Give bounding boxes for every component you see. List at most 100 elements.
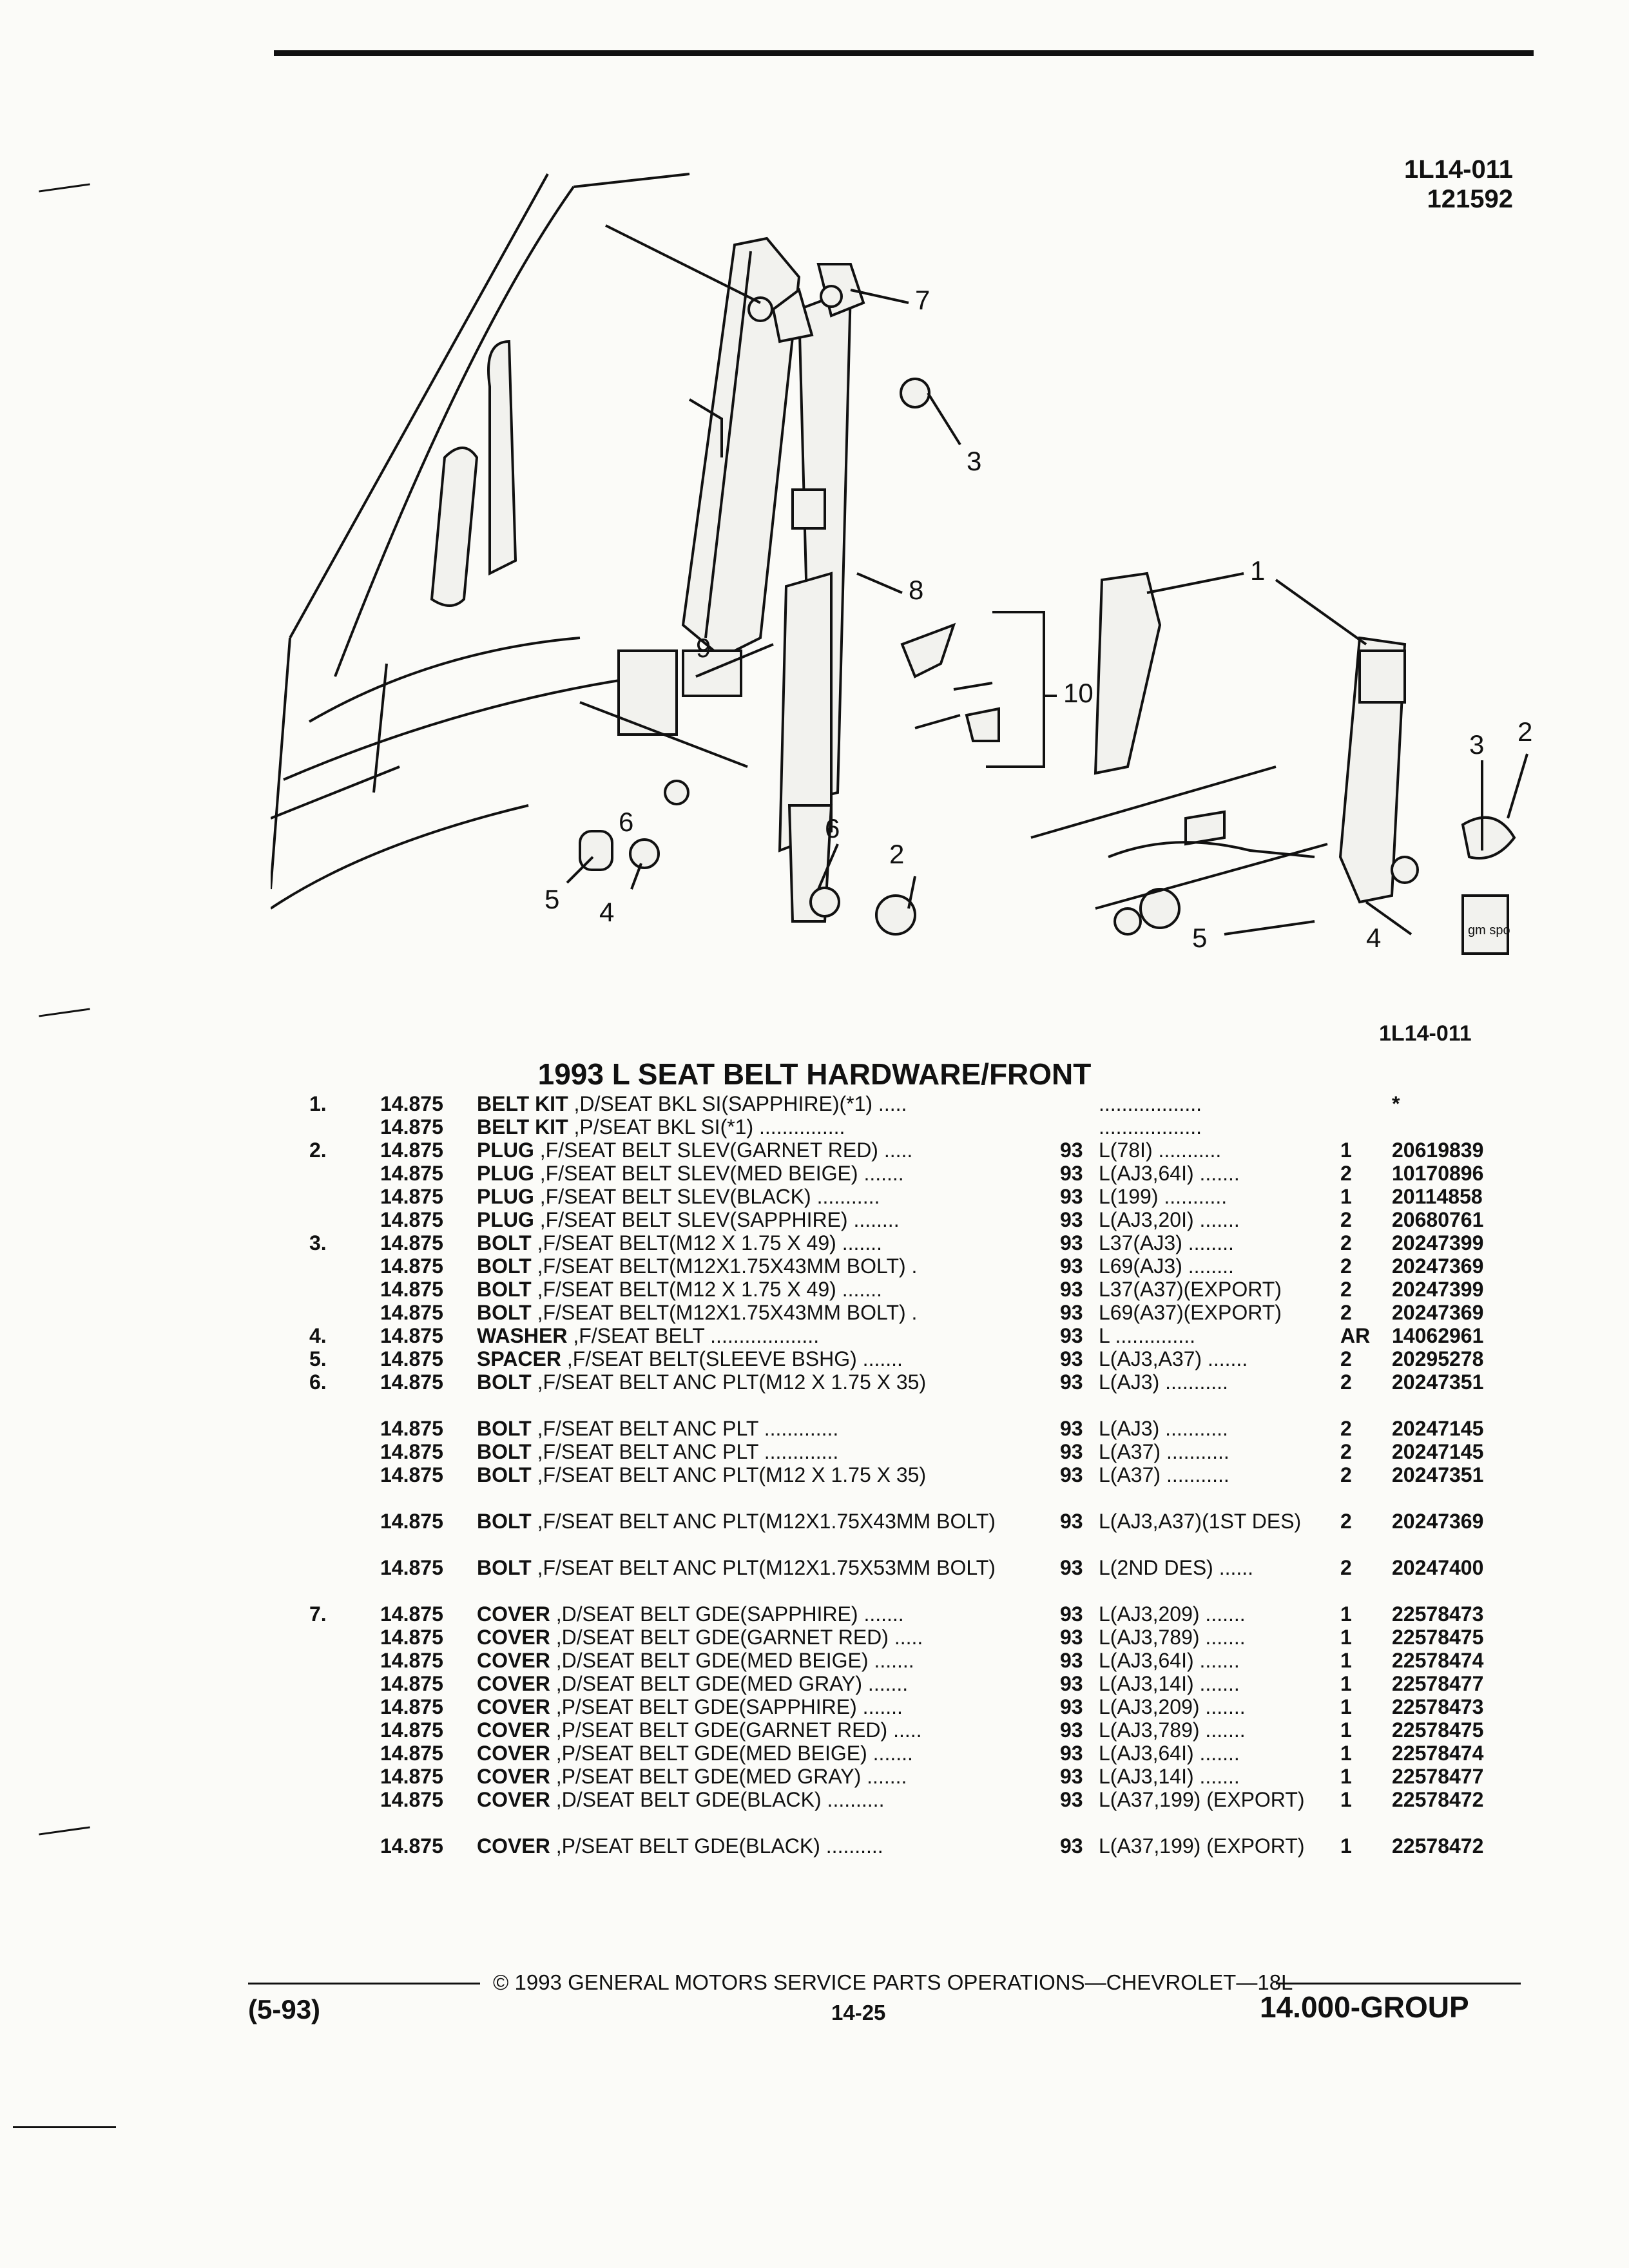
parts-row-part-number: 20619839 xyxy=(1392,1139,1484,1162)
parts-row-year: 93 xyxy=(1060,1208,1083,1231)
parts-row-description: COVER ,P/SEAT BELT GDE(SAPPHIRE) ....... xyxy=(477,1695,1134,1718)
parts-row-year: 93 xyxy=(1060,1139,1083,1162)
parts-row-page: 14.875 xyxy=(380,1765,443,1788)
parts-row-index: 1. xyxy=(309,1092,327,1115)
parts-row-desc: ,F/SEAT BELT ANC PLT(M12X1.75X43MM BOLT) xyxy=(537,1510,996,1533)
parts-row-usage: L37(AJ3) ........ xyxy=(1099,1231,1234,1254)
group-code: 14.000-GROUP xyxy=(1260,1990,1469,2024)
callout-2: 2 xyxy=(889,839,904,869)
parts-row-year: 93 xyxy=(1060,1834,1083,1858)
parts-row-qty: 2 xyxy=(1340,1463,1352,1486)
parts-row-description: BOLT ,F/SEAT BELT ANC PLT(M12 X 1.75 X 3… xyxy=(477,1370,1134,1394)
parts-row-qty: 1 xyxy=(1340,1672,1352,1695)
parts-row-index: 5. xyxy=(309,1347,327,1370)
parts-row-usage: L(AJ3,14I) ....... xyxy=(1099,1672,1240,1695)
parts-row-description: BOLT ,F/SEAT BELT ANC PLT(M12 X 1.75 X 3… xyxy=(477,1463,1134,1486)
parts-row-page: 14.875 xyxy=(380,1162,443,1185)
illustration-code: 1L14-011 xyxy=(1403,155,1513,184)
page-number: 14-25 xyxy=(831,2001,886,2024)
callout-3-right: 3 xyxy=(1469,729,1484,760)
parts-row-name: BOLT xyxy=(477,1463,532,1486)
parts-row-description: BOLT ,F/SEAT BELT ANC PLT ............. xyxy=(477,1417,1134,1440)
parts-row-part-number: 20247351 xyxy=(1392,1463,1484,1486)
parts-row-index: 7. xyxy=(309,1602,327,1626)
seat-belt-exploded-diagram: gm spo 7 3 8 9 10 1 3 2 4 5 2 6 6 5 4 xyxy=(271,173,1532,955)
parts-row-page: 14.875 xyxy=(380,1370,443,1394)
parts-row-year: 93 xyxy=(1060,1649,1083,1672)
parts-row-page: 14.875 xyxy=(380,1602,443,1626)
parts-row-usage: .................. xyxy=(1099,1092,1202,1115)
illustration-date-code: 121592 xyxy=(1427,185,1513,213)
parts-row-name: COVER xyxy=(477,1672,550,1695)
parts-row-year: 93 xyxy=(1060,1463,1083,1486)
parts-row-page: 14.875 xyxy=(380,1510,443,1533)
parts-row-description: BOLT ,F/SEAT BELT ANC PLT(M12X1.75X53MM … xyxy=(477,1556,1134,1579)
callout-9: 9 xyxy=(696,633,711,663)
parts-row-name: PLUG xyxy=(477,1208,534,1231)
parts-row-description: COVER ,P/SEAT BELT GDE(BLACK) .......... xyxy=(477,1834,1134,1858)
parts-row-part-number: 22578473 xyxy=(1392,1695,1484,1718)
parts-row-name: BOLT xyxy=(477,1254,532,1278)
parts-row-qty: 2 xyxy=(1340,1208,1352,1231)
parts-row-qty: 2 xyxy=(1340,1254,1352,1278)
parts-row-desc: ,D/SEAT BELT GDE(BLACK) .......... xyxy=(555,1788,885,1811)
parts-row-usage: L(A37) ........... xyxy=(1099,1463,1229,1486)
parts-row-name: COVER xyxy=(477,1718,550,1742)
parts-row-desc: ,F/SEAT BELT(M12X1.75X43MM BOLT) . xyxy=(537,1254,918,1278)
parts-row-part-number: 22578477 xyxy=(1392,1672,1484,1695)
parts-row-part-number: 20114858 xyxy=(1392,1185,1483,1208)
parts-row-qty: 2 xyxy=(1340,1370,1352,1394)
parts-row-qty: 2 xyxy=(1340,1510,1352,1533)
parts-row-name: COVER xyxy=(477,1834,550,1858)
parts-row-page: 14.875 xyxy=(380,1278,443,1301)
parts-row-desc: ,P/SEAT BELT GDE(MED GRAY) ....... xyxy=(555,1765,907,1788)
upper-belt-drawing xyxy=(579,224,853,923)
parts-row-qty: 2 xyxy=(1340,1162,1352,1185)
parts-row-name: BOLT xyxy=(477,1417,532,1440)
parts-table: 1.14.875..................*BELT KIT ,D/S… xyxy=(309,1092,1527,1881)
scan-mark xyxy=(39,1826,90,1836)
parts-row-description: WASHER ,F/SEAT BELT ................... xyxy=(477,1324,1134,1347)
parts-row-page: 14.875 xyxy=(380,1834,443,1858)
parts-row-desc: ,D/SEAT BKL SI(SAPPHIRE)(*1) ..... xyxy=(574,1092,907,1115)
parts-row-year: 93 xyxy=(1060,1788,1083,1811)
parts-row-desc: ,F/SEAT BELT(M12 X 1.75 X 49) ....... xyxy=(537,1278,882,1301)
parts-row-usage: L(AJ3,789) ....... xyxy=(1099,1718,1246,1742)
parts-row-desc: ,F/SEAT BELT ................... xyxy=(573,1324,820,1347)
parts-row-description: COVER ,D/SEAT BELT GDE(MED BEIGE) ......… xyxy=(477,1649,1134,1672)
parts-row-description: COVER ,P/SEAT BELT GDE(MED BEIGE) ......… xyxy=(477,1742,1134,1765)
parts-row-name: BOLT xyxy=(477,1301,532,1324)
callout-1: 1 xyxy=(1250,555,1265,586)
parts-row-usage: L .............. xyxy=(1099,1324,1195,1347)
callout-2-right: 2 xyxy=(1518,716,1532,747)
parts-row-description: BOLT ,F/SEAT BELT(M12X1.75X43MM BOLT) . xyxy=(477,1301,1134,1324)
parts-row-part-number: 22578474 xyxy=(1392,1649,1484,1672)
parts-row-name: COVER xyxy=(477,1602,550,1626)
parts-row-qty: 1 xyxy=(1340,1718,1352,1742)
parts-row-description: COVER ,D/SEAT BELT GDE(SAPPHIRE) ....... xyxy=(477,1602,1134,1626)
parts-row-desc: ,P/SEAT BELT GDE(GARNET RED) ..... xyxy=(555,1718,922,1742)
parts-row-year: 93 xyxy=(1060,1347,1083,1370)
callout-numbers: 7 3 8 9 10 1 3 2 4 5 2 6 6 5 4 xyxy=(545,285,1532,953)
parts-row-part-number: 20247351 xyxy=(1392,1370,1484,1394)
parts-row-usage: L(AJ3) ........... xyxy=(1099,1370,1228,1394)
parts-row-page: 14.875 xyxy=(380,1788,443,1811)
parts-row-page: 14.875 xyxy=(380,1185,443,1208)
parts-row-year: 93 xyxy=(1060,1417,1083,1440)
parts-row-qty: 2 xyxy=(1340,1278,1352,1301)
parts-row-page: 14.875 xyxy=(380,1208,443,1231)
parts-row-desc: ,P/SEAT BKL SI(*1) ............... xyxy=(574,1115,845,1139)
callout-4-right: 4 xyxy=(1366,923,1381,953)
parts-row-page: 14.875 xyxy=(380,1347,443,1370)
parts-row-description: COVER ,D/SEAT BELT GDE(BLACK) .......... xyxy=(477,1788,1134,1811)
parts-row-description: BOLT ,F/SEAT BELT(M12 X 1.75 X 49) .....… xyxy=(477,1278,1134,1301)
parts-row-usage: L69(A37)(EXPORT) xyxy=(1099,1301,1282,1324)
